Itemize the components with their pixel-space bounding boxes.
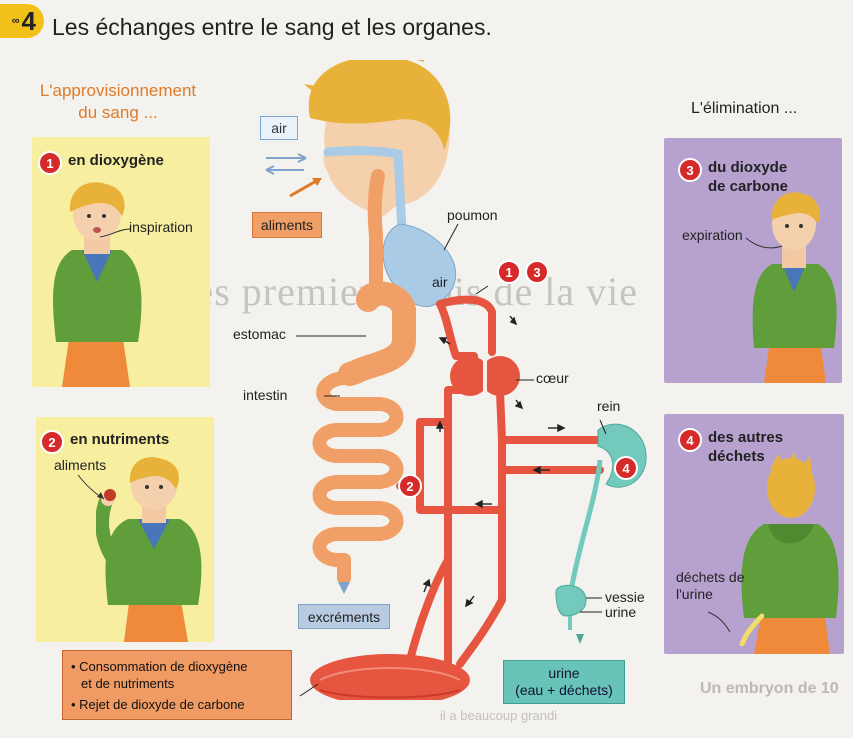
urine-box-line1: urine	[548, 665, 580, 681]
kidney-label: rein	[597, 398, 621, 414]
panel-waste-title: 4 des autres déchets	[678, 428, 783, 466]
muscle-info-line2: et de nutriments	[81, 675, 175, 691]
diagram-marker-1-icon: 1	[497, 260, 521, 284]
inspiration-pointer	[99, 228, 131, 238]
panel-waste-title-text: des autres déchets	[708, 428, 783, 466]
background-bottom-text: Un embryon de 10	[700, 680, 839, 697]
diagram-marker-3-icon: 3	[525, 260, 549, 284]
diagram-marker-4-icon: 4	[614, 456, 638, 480]
expiration-pointer	[745, 237, 783, 249]
panel-other-waste: 4 des autres déchets déchets de l'urine	[664, 414, 844, 654]
supply-heading: L'approvisionnement du sang ...	[18, 80, 218, 124]
panel-co2-title: 3 du dioxyde de carbone	[678, 158, 788, 196]
boy-eating-illustration	[96, 457, 202, 642]
boy-breathing-in-illustration	[53, 182, 142, 387]
section-number-badge: ∞4	[0, 4, 44, 38]
excrements-box: excréments	[298, 604, 390, 629]
supply-heading-line1: L'approvisionnement	[39, 81, 197, 100]
panel-nutrients: 2 en nutriments aliments	[36, 417, 214, 642]
elimination-heading: L'élimination ...	[691, 100, 798, 117]
boy-back-illustration	[741, 452, 839, 654]
panel-co2-title-line2: de carbone	[708, 178, 789, 195]
urine-box: urine (eau + déchets)	[503, 660, 625, 704]
marker-4-icon: 4	[678, 428, 702, 452]
urine-stream-illustration	[707, 611, 764, 646]
panel-co2-title-line1: du dioxyde	[708, 159, 788, 176]
food-box: aliments	[252, 212, 322, 238]
muscle-info-box: • Consommation de dioxygène et de nutrim…	[62, 650, 292, 720]
boy-breathing-out-illustration	[752, 192, 837, 383]
muscle-info-line1: • Consommation de dioxygène	[71, 658, 248, 674]
panel-co2-title-text: du dioxyde de carbone	[708, 158, 788, 196]
lung-air-label: air	[432, 274, 448, 290]
panel-nutrients-title-text: en nutriments	[70, 431, 170, 448]
marker-1-icon: 1	[38, 151, 62, 175]
background-bottom-text-2: il a beaucoup grandi	[440, 708, 558, 723]
urine-waste-label-line1: déchets de	[676, 569, 745, 585]
panel-nutrients-title: 2 en nutriments	[40, 430, 169, 454]
urine-waste-label-line2: l'urine	[676, 586, 713, 602]
panel-oxygen-title: 1 en dioxygène	[38, 151, 164, 175]
food-pointer	[77, 474, 105, 500]
panel-oxygen-title-text: en dioxygène	[68, 152, 164, 169]
urine-box-line2: (eau + déchets)	[515, 682, 613, 698]
air-box: air	[260, 116, 298, 140]
lung-label: poumon	[447, 207, 498, 223]
food-label: aliments	[54, 457, 107, 473]
supply-heading-line2: du sang ...	[78, 103, 158, 122]
expiration-label: expiration	[682, 227, 743, 243]
page-title: Les échanges entre le sang et les organe…	[52, 14, 492, 40]
marker-2-icon: 2	[40, 430, 64, 454]
urine-waste-label: déchets de l'urine	[676, 569, 745, 603]
inspiration-label: inspiration	[129, 219, 193, 235]
section-number-prefix: ∞	[11, 15, 20, 27]
stomach-label: estomac	[233, 326, 286, 342]
marker-3-icon: 3	[678, 158, 702, 182]
panel-carbon-dioxide: 3 du dioxyde de carbone expiration	[664, 138, 842, 383]
heart-label: cœur	[536, 370, 569, 386]
intestine-label: intestin	[243, 387, 288, 403]
bladder-label: vessie	[605, 589, 645, 605]
section-number: 4	[21, 5, 36, 36]
diagram-marker-2-icon: 2	[398, 474, 422, 498]
muscle-info-line3: • Rejet de dioxyde de carbone	[71, 696, 245, 712]
panel-waste-title-line1: des autres	[708, 429, 784, 446]
panel-oxygen: 1 en dioxygène inspiration	[32, 137, 210, 387]
bladder-urine-label: urine	[605, 604, 637, 620]
panel-waste-title-line2: déchets	[708, 448, 765, 465]
